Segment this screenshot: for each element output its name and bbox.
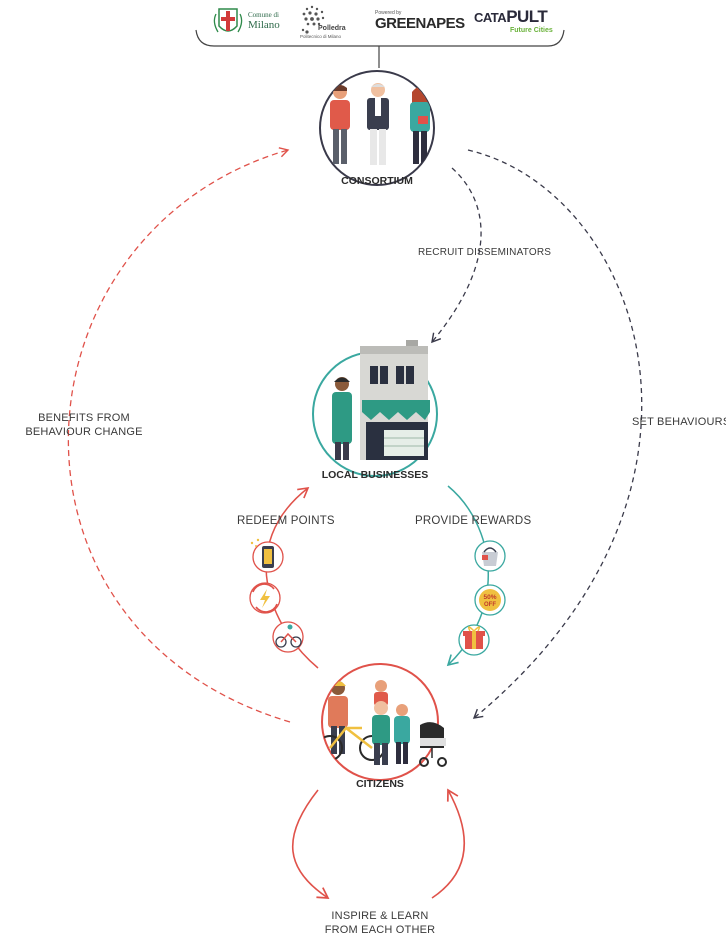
phone-points-icon	[250, 538, 284, 573]
consortium-title: CONSORTIUM	[341, 175, 413, 187]
consortium-people-illustration	[330, 83, 430, 165]
arrow-inspire-left	[291, 789, 330, 899]
recruit-disseminators-label: RECRUIT DISSEMINATORS	[418, 247, 552, 258]
provide-rewards-label: PROVIDE REWARDS	[415, 515, 532, 527]
shop-building-illustration	[360, 340, 430, 460]
comune-logo-line2: Milano	[248, 19, 280, 31]
benefits-from-behaviour-change-label: BENEFITS FROM BEHAVIOUR CHANGE	[14, 411, 154, 439]
benefits-line1: BENEFITS FROM	[38, 412, 130, 424]
greenapes-logo-name: GREENAPES	[375, 15, 465, 32]
inspire-learn-label: INSPIRE & LEARN FROM EACH OTHER	[300, 909, 460, 937]
polledra-dots-icon	[301, 5, 325, 34]
header-bracket	[195, 29, 565, 47]
catapult-logo-sub: Future Cities	[510, 27, 553, 34]
redeem-points-label: REDEEM POINTS	[237, 515, 335, 527]
arrow-inspire-right	[431, 788, 465, 899]
discount-line2: OFF	[484, 602, 496, 608]
greenapes-powered-by: Powered by	[375, 10, 402, 16]
shopkeeper-illustration	[332, 377, 352, 460]
arrow-recruit-disseminators	[431, 167, 482, 344]
arrow-set-behaviours	[467, 149, 643, 719]
polledra-logo-name: Polledra	[318, 25, 346, 32]
cyclist-icon	[272, 621, 304, 653]
local-businesses-node	[312, 340, 438, 477]
comune-crest-icon	[213, 8, 243, 33]
gift-reward-icon	[458, 624, 490, 656]
catapult-logo-part-b: PULT	[506, 7, 548, 26]
citizens-title: CITIZENS	[356, 778, 404, 790]
catapult-logo-part-a: CATA	[474, 10, 507, 25]
consortium-node	[319, 70, 435, 186]
discount-badge-icon: 50% OFF	[474, 584, 506, 616]
benefits-line2: BEHAVIOUR CHANGE	[25, 426, 143, 438]
discount-line1: 50%	[483, 594, 496, 601]
set-behaviours-label: SET BEHAVIOURS	[632, 416, 726, 428]
arrow-benefits-from-behaviour-change	[67, 147, 291, 723]
polledra-logo-sub: Politecnico di Milano	[300, 34, 342, 39]
comune-logo-line1: Comune di	[248, 11, 279, 19]
citizens-family-illustration	[372, 680, 447, 767]
kettle-reward-icon	[474, 540, 506, 572]
catapult-logo-name: CATAPULT	[474, 7, 548, 27]
local-businesses-title: LOCAL BUSINESSES	[321, 469, 429, 481]
energy-bolt-icon	[249, 582, 281, 614]
inspire-line2: FROM EACH OTHER	[324, 924, 436, 936]
inspire-line1: INSPIRE & LEARN	[331, 910, 429, 922]
